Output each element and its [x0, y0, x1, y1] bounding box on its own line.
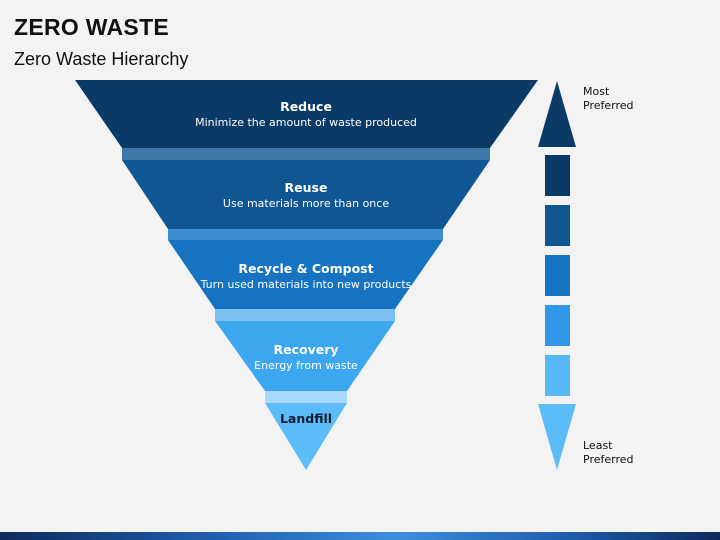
scale-arrow-down-icon — [538, 404, 576, 470]
most-preferred-line1: Most — [583, 85, 610, 98]
tier-recovery: Recovery Energy from waste — [226, 342, 386, 373]
tier-reuse-description: Use materials more than once — [222, 197, 390, 210]
footer-accent-bar — [0, 532, 720, 540]
tier-landfill-name: Landfill — [279, 411, 333, 426]
page-title: ZERO WASTE — [14, 14, 170, 40]
tier-reduce: Reduce Minimize the amount of waste prod… — [122, 99, 490, 130]
scale-block-1 — [545, 155, 570, 196]
tier-recycle-shape — [168, 240, 443, 309]
scale-block-5 — [545, 355, 570, 396]
page-subtitle: Zero Waste Hierarchy — [14, 49, 189, 69]
tier-recycle: Recycle & Compost Turn used materials in… — [190, 261, 422, 292]
tier-recovery-description: Energy from waste — [254, 359, 358, 372]
least-preferred-line1: Least — [583, 439, 613, 452]
tier-reduce-description: Minimize the amount of waste produced — [195, 116, 417, 129]
tier-connector-4 — [265, 391, 347, 403]
tier-connector-1 — [122, 148, 490, 160]
tier-reuse-name: Reuse — [284, 180, 328, 195]
tier-connector-3 — [215, 309, 395, 321]
tier-recycle-name: Recycle & Compost — [238, 261, 374, 276]
tier-landfill: Landfill — [256, 411, 356, 427]
scale-block-2 — [545, 205, 570, 246]
scale-block-3 — [545, 255, 570, 296]
tier-recycle-description: Turn used materials into new products — [200, 278, 412, 291]
tier-landfill-shape — [265, 403, 347, 470]
tier-connector-2 — [168, 229, 443, 240]
tier-reduce-name: Reduce — [280, 99, 332, 114]
scale-block-4 — [545, 305, 570, 346]
tier-reuse: Reuse Use materials more than once — [150, 180, 462, 211]
tier-reuse-shape — [122, 160, 490, 229]
most-preferred-line2: Preferred — [583, 99, 634, 112]
tier-recovery-shape — [215, 321, 395, 391]
scale-arrow-up-icon — [538, 81, 576, 147]
least-preferred-line2: Preferred — [583, 453, 634, 466]
tier-recovery-name: Recovery — [273, 342, 339, 357]
tier-reduce-shape — [75, 80, 538, 148]
most-preferred-label: Most Preferred — [583, 85, 634, 113]
least-preferred-label: Least Preferred — [583, 439, 634, 467]
